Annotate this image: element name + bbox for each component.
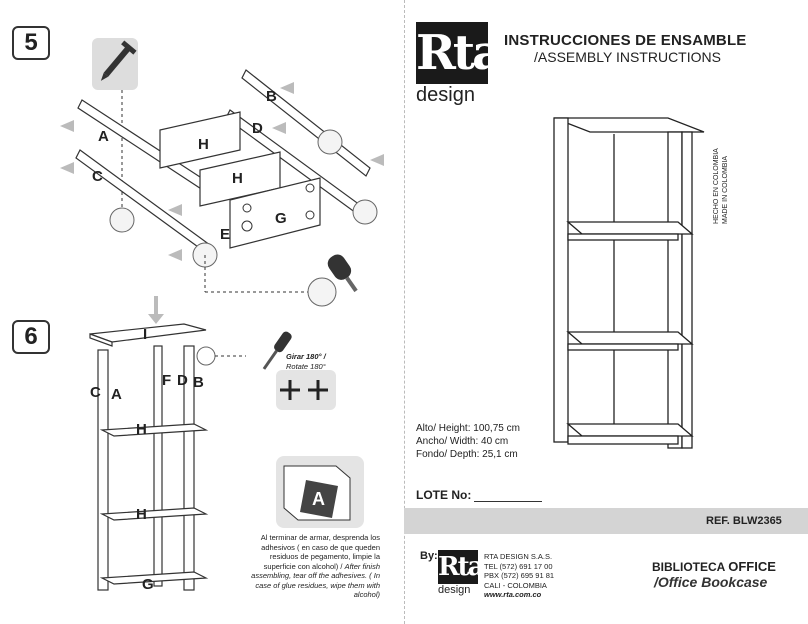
product-name-en: /Office Bookcase [654,574,768,590]
bookcase-left-side [553,117,569,443]
part-label-e: E [220,226,231,243]
company-name: RTA DESIGN S.A.S. [484,552,553,561]
shelf-h1 [99,423,209,437]
part-label-c: C [92,168,103,185]
logo-mark: Rta [416,22,503,84]
lote-label: LOTE No: [416,488,472,502]
rotate-label-es: Girar 180° / [286,352,326,361]
ref-bar [404,508,808,534]
screwdriver-icon-2 [262,331,292,370]
part-label-d: D [252,120,263,137]
detail-circle-5 [307,277,337,307]
title-en: /ASSEMBLY INSTRUCTIONS [534,49,721,65]
logo-subtext: design [416,84,475,106]
part-label-d6: D [177,372,188,389]
product-prefix: BIBLIOTECA [652,560,729,574]
part-label-h6a: H [136,421,147,438]
sticker-letter: A [312,489,325,509]
sticker-square [300,480,338,518]
made-in-en: MADE IN COLOMBIA [722,155,729,224]
part-label-b: B [266,88,277,105]
rta-logo-small: Rta design [438,550,484,598]
made-in-es: HECHO EN COLOMBIA [713,148,720,224]
bookcase-bottom [566,423,694,437]
company-web[interactable]: www.rta.com.co [484,590,542,599]
top-panel-i [89,323,207,343]
panel-h1 [159,111,241,169]
rotate-detail [196,331,336,410]
bookcase-right-side [667,131,683,449]
part-label-f6: F [162,372,172,389]
part-label-g6: G [142,576,154,593]
part-label-a6: A [111,386,122,403]
step-5-badge: 5 [12,26,50,60]
company-city: CALI - COLOMBIA [484,580,547,590]
part-label-h1: H [198,136,209,153]
screwdriver-icon [327,254,358,293]
center-divider [404,0,405,624]
logo-mark-small: Rta [438,550,484,584]
panel-g [229,177,321,249]
bookcase-illustration [553,117,705,449]
adhesive-note-en: After finish assembling, tear off the ad… [251,561,380,600]
dim-depth: Fondo/ Depth: 25,1 cm [416,449,518,460]
dim-width: Ancho/ Width: 40 cm [416,436,509,447]
side-panel-left [97,349,109,591]
dim-height: Alto/ Height: 100,75 cm [416,423,520,434]
by-label: By: [420,550,438,562]
detail-circle-3 [317,129,343,155]
step-6-badge: 6 [12,320,50,354]
back-panel-f [153,345,163,587]
part-label-c6: C [90,384,101,401]
down-arrow [148,296,164,324]
side-panel-right [183,345,195,591]
part-label-b6: B [193,374,204,391]
step-5-diagram [60,38,384,307]
part-label-i: I [143,326,148,343]
product-name: OFFICE [728,559,776,574]
screw-icon [100,40,137,81]
part-label-h2: H [232,170,243,187]
detail-circle-1 [109,207,135,233]
part-label-g: G [275,210,287,227]
adhesive-note: Al terminar de armar, desprenda los adhe… [242,533,380,600]
part-label-h6b: H [136,506,147,523]
shelf-h2 [99,507,209,521]
bookcase-shelf-1 [566,221,694,235]
rotate-label-en: Rotate 180° [286,362,326,371]
bookcase-top [553,117,705,133]
adhesive-note-es: Al terminar de armar, desprenda los adhe… [260,533,380,571]
dimensions-block: Alto/ Height: 100,75 cm Ancho/ Width: 40… [416,422,520,461]
made-in-label: HECHO EN COLOMBIA MADE IN COLOMBIA [712,134,730,224]
ref-label: REF. BLW2365 [706,515,782,527]
logo-subtext-small: design [438,584,471,596]
lote-line [474,500,542,502]
rail-c [75,149,211,253]
bookcase-shelf-2 [566,331,694,345]
company-tel: TEL (572) 691 17 00 [484,561,553,571]
sticker-detail [276,456,364,528]
step-6-diagram [89,296,209,591]
part-label-a: A [98,128,109,145]
company-block: RTA DESIGN S.A.S. TEL (572) 691 17 00 PB… [484,552,554,600]
rta-logo: Rta design [416,22,503,106]
bottom-panel-g [99,571,209,585]
title-es: INSTRUCCIONES DE ENSAMBLE [504,32,747,49]
product-name-es: BIBLIOTECA OFFICE [652,558,776,576]
detail-circle-4 [352,199,378,225]
company-pbx: PBX (572) 695 91 81 [484,571,555,580]
